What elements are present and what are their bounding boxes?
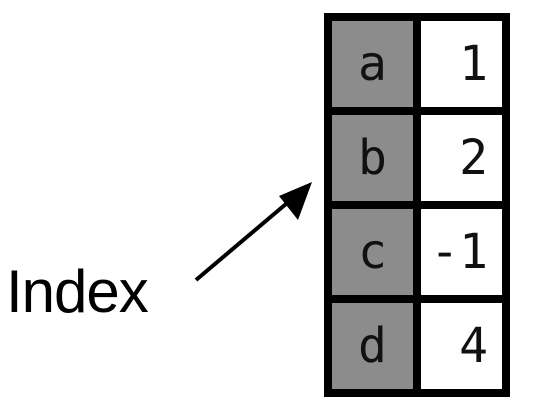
index-cell-label: d — [358, 318, 387, 374]
arrow — [194, 182, 312, 282]
index-cell — [328, 17, 417, 111]
value-cell — [417, 111, 506, 205]
value-cell-label: 1 — [459, 36, 488, 92]
value-cell — [417, 299, 506, 393]
value-cell — [417, 205, 506, 299]
value-cell-label: -1 — [430, 224, 488, 280]
index-cell — [328, 205, 417, 299]
arrow-shaft — [194, 196, 295, 282]
index-cell — [328, 111, 417, 205]
index-cell-label: a — [358, 36, 387, 92]
index-cell-label: b — [358, 130, 387, 186]
index-cell — [328, 299, 417, 393]
table-outline — [324, 13, 510, 397]
arrow-head — [279, 182, 312, 220]
value-cell-label: 2 — [459, 130, 488, 186]
series-table: a 1 b 2 c -1 d 4 — [324, 13, 510, 397]
index-cell-label: c — [358, 224, 387, 280]
index-label: Index — [6, 258, 149, 325]
value-cell-label: 4 — [459, 318, 488, 374]
value-cell — [417, 17, 506, 111]
